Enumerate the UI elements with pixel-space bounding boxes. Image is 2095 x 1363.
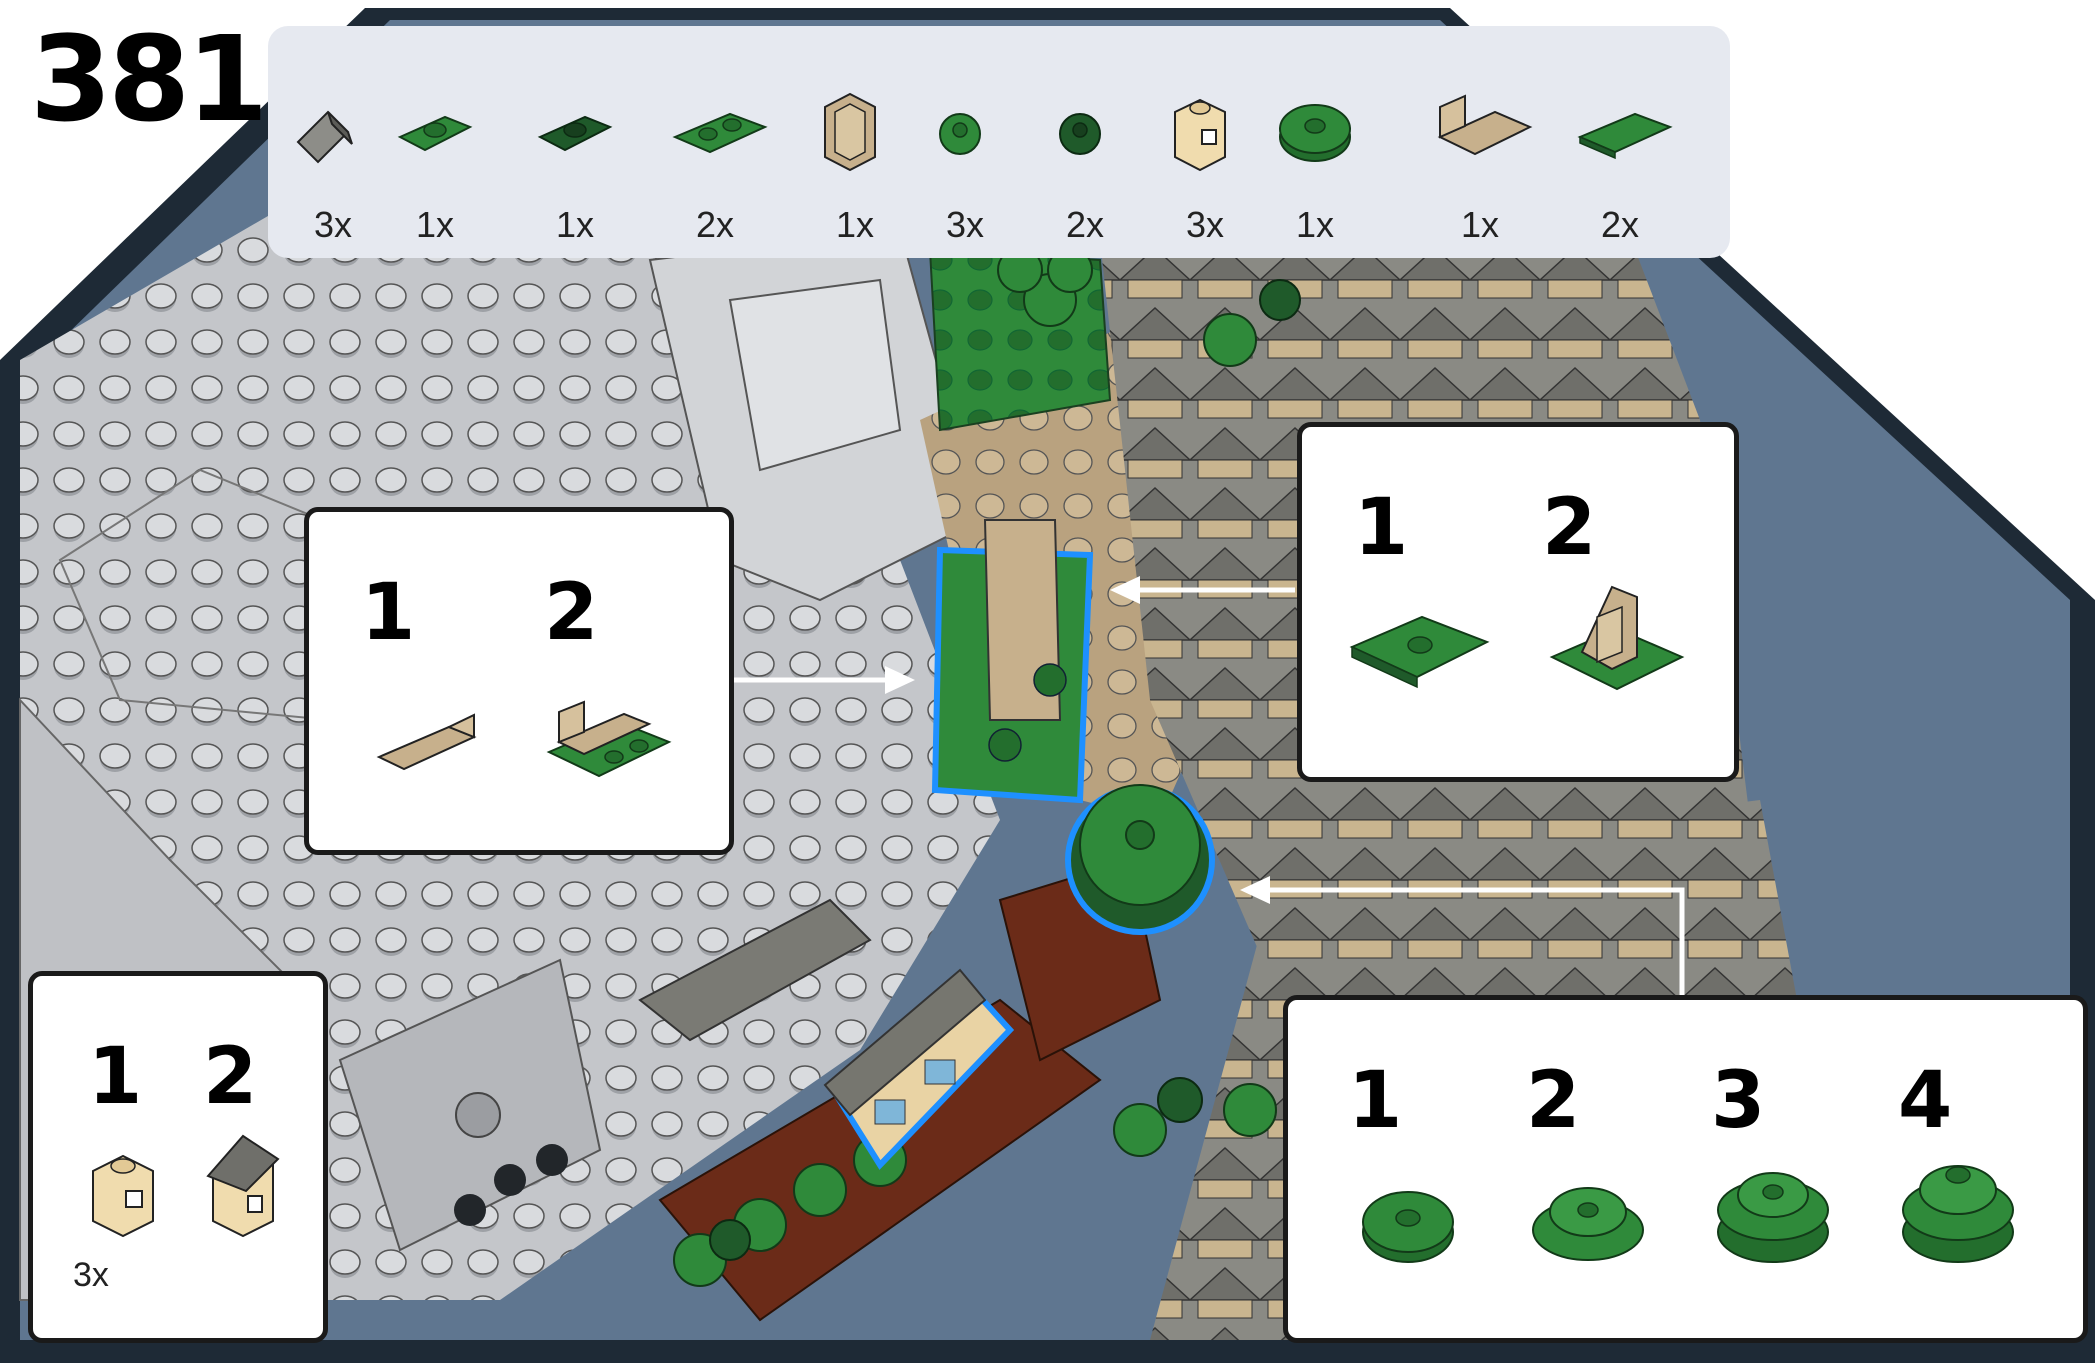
tan-panel-icon: [369, 687, 489, 797]
green-round-plate-icon: [1348, 1160, 1468, 1280]
tan-panel-icon: [1435, 82, 1535, 182]
part-item: 1x: [520, 64, 630, 244]
sub-step-number: 3: [1711, 1062, 1765, 1140]
panel-on-plate-icon: [539, 672, 679, 802]
part-quantity: 1x: [1260, 204, 1370, 246]
part-item: 2x: [660, 64, 770, 244]
part-item: 3x: [278, 64, 388, 244]
corner-panel-on-plate-icon: [1542, 557, 1692, 717]
green-jumper-plate-icon: [390, 82, 480, 172]
dark-green-jumper-plate-icon: [530, 82, 620, 172]
part-quantity: 1x: [1425, 204, 1535, 246]
green-jumper-plate-icon: [1342, 587, 1502, 707]
assembly-count: 3x: [73, 1256, 109, 1295]
part-item: 3x: [910, 64, 1020, 244]
sub-step-number: 2: [1542, 489, 1596, 567]
sub-step-number: 2: [544, 574, 598, 652]
step-number: 381: [30, 20, 264, 138]
part-quantity: 1x: [800, 204, 910, 246]
part-quantity: 1x: [520, 204, 630, 246]
sub-assembly-callout-bottom-left: 1 2 3x: [28, 971, 328, 1343]
part-quantity: 3x: [1150, 204, 1260, 246]
part-quantity: 2x: [1565, 204, 1675, 246]
sub-step-number: 1: [88, 1038, 142, 1116]
part-quantity: 2x: [1030, 204, 1140, 246]
part-item: 2x: [1030, 64, 1140, 244]
part-item: 1x: [800, 64, 910, 244]
stacked-flower-plates-icon: [1523, 1150, 1653, 1280]
green-tile-icon: [1575, 82, 1675, 172]
green-flower-plate-icon: [920, 82, 1000, 172]
part-quantity: 1x: [380, 204, 490, 246]
tan-brick-clip-icon: [1160, 82, 1240, 182]
sub-step-number: 1: [1348, 1062, 1402, 1140]
green-plate-1x2-icon: [670, 82, 770, 172]
part-item: 1x: [380, 64, 490, 244]
part-item: 1x: [1260, 64, 1370, 244]
sub-step-number: 1: [1354, 489, 1408, 567]
green-round-plate-icon: [1270, 82, 1360, 172]
sub-step-number: 4: [1898, 1062, 1952, 1140]
sub-step-number: 1: [361, 574, 415, 652]
part-item: 2x: [1565, 64, 1675, 244]
roofed-house-icon: [198, 1121, 288, 1251]
dark-green-flower-plate-icon: [1040, 82, 1120, 172]
sub-assembly-callout-right: 1 2: [1297, 422, 1739, 782]
tree-assembly-icon: [1893, 1130, 2023, 1280]
part-item: 3x: [1150, 64, 1260, 244]
dark-gray-slope-icon: [288, 82, 368, 172]
sub-step-number: 2: [203, 1038, 257, 1116]
tan-brick-clip-icon: [78, 1136, 168, 1246]
part-quantity: 2x: [660, 204, 770, 246]
parts-list-panel: 3x 1x 1x 2x 1x 3x: [268, 26, 1730, 258]
sub-assembly-callout-bottom-right: 1 2 3 4: [1283, 995, 2088, 1343]
sub-step-number: 2: [1526, 1062, 1580, 1140]
part-item: 1x: [1425, 64, 1535, 244]
tan-corner-panel-icon: [810, 82, 890, 182]
sub-assembly-callout-left: 1 2: [304, 507, 734, 855]
part-quantity: 3x: [278, 204, 388, 246]
stacked-round-plates-icon: [1708, 1140, 1838, 1280]
part-quantity: 3x: [910, 204, 1020, 246]
